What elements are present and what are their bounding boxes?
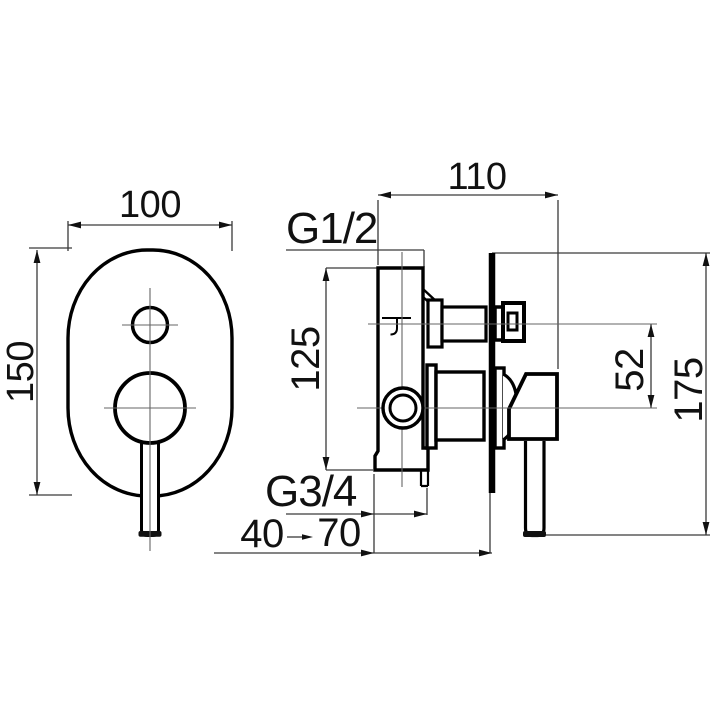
dimension-labels: 100 150 110 G1/2 125 52 175 G3/4 40 70 [0, 156, 711, 556]
front-view [66, 248, 234, 551]
bottom-outlet-stub [419, 470, 430, 488]
min-depth-dim-label: 40 [240, 512, 284, 556]
max-depth-dim-label: 70 [317, 511, 361, 555]
dimension-arrows [33, 191, 710, 557]
cartridge-cylinder [434, 370, 486, 442]
handle-head [507, 372, 559, 441]
front-height-dim-label: 150 [0, 341, 42, 403]
lever-side [523, 441, 546, 538]
inlet-passage-detail [382, 317, 411, 336]
g34-port-inner [388, 393, 418, 423]
front-centerlines [104, 288, 196, 551]
lever-side-end-cap [523, 531, 546, 537]
front-width-dim-label: 100 [119, 184, 181, 226]
body-height-dim-label: 125 [284, 326, 328, 391]
side-view [357, 252, 657, 538]
inlet-thread-label: G1/2 [286, 204, 377, 253]
outlet-thread-detail [506, 311, 519, 332]
side-depth-dim-label: 110 [447, 156, 506, 198]
outlet-thread-label: G3/4 [265, 467, 357, 516]
outlet-offset-dim-label: 52 [608, 348, 652, 392]
overall-height-dim-label: 175 [667, 357, 711, 422]
dimension-lines [29, 194, 710, 554]
